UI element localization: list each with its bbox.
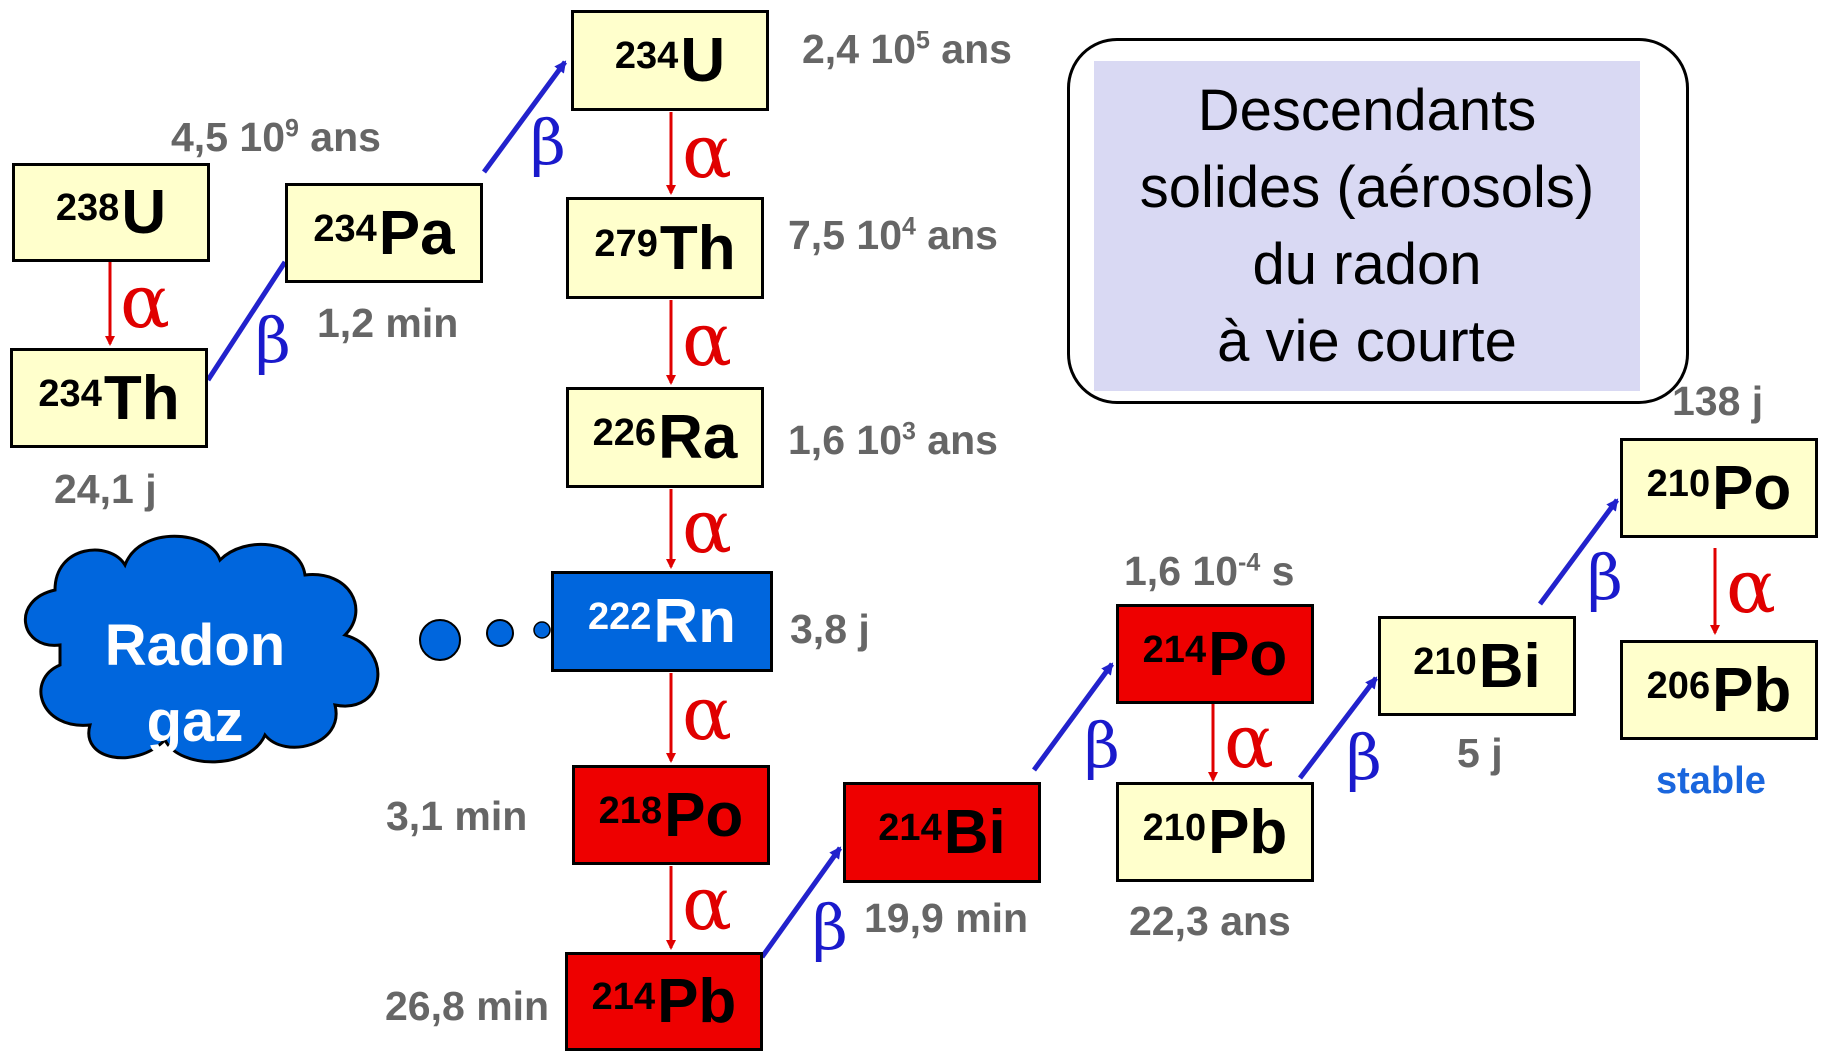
- beta-arrow-bi214-po214: [1031, 662, 1115, 772]
- mass-number: 214: [1142, 628, 1207, 671]
- stable-label-pb206: stable: [1656, 760, 1766, 802]
- mass-number: 279: [594, 222, 658, 265]
- callout-text-panel: Descendants solides (aérosols) du radon …: [1094, 61, 1640, 391]
- half-life-u238: 4,5 109 ans: [171, 114, 381, 160]
- element-symbol: U: [680, 26, 726, 95]
- half-life-u234: 2,4 105 ans: [802, 26, 1012, 72]
- alpha-label: α: [682, 297, 732, 383]
- element-symbol: Th: [103, 363, 180, 433]
- half-life-th279: 7,5 104 ans: [788, 212, 998, 258]
- callout-box: Descendants solides (aérosols) du radon …: [1067, 38, 1689, 404]
- callout-line: à vie courte: [1217, 309, 1517, 374]
- element-symbol: Bi: [943, 798, 1006, 867]
- alpha-label: α: [682, 671, 732, 757]
- mass-number: 210: [1142, 806, 1207, 849]
- alpha-label: α: [120, 259, 170, 345]
- beta-label: β: [530, 106, 566, 179]
- callout-line: solides (aérosols): [1139, 155, 1595, 220]
- element-symbol: Th: [659, 213, 736, 283]
- element-symbol: Pb: [1208, 797, 1288, 867]
- mass-number: 214: [878, 807, 942, 849]
- half-life-pa234: 1,2 min: [317, 300, 459, 346]
- beta-label: β: [812, 891, 848, 964]
- half-life-th234: 24,1 j: [54, 466, 157, 512]
- beta-arrow-pb210-bi210: [1298, 676, 1378, 780]
- element-symbol: Pb: [657, 967, 737, 1036]
- cloud-line: gaz: [146, 689, 244, 754]
- beta-label: β: [1346, 721, 1382, 794]
- element-symbol: Rn: [653, 587, 737, 656]
- mass-number: 234: [614, 35, 679, 77]
- half-life-po218: 3,1 min: [386, 793, 528, 839]
- alpha-label: α: [1224, 699, 1274, 785]
- element-symbol: Po: [1712, 453, 1792, 523]
- mass-number: 210: [1646, 462, 1711, 505]
- beta-label: β: [1084, 709, 1120, 782]
- alpha-label: α: [1726, 544, 1776, 630]
- radon-cloud-icon: [24, 534, 380, 764]
- cloud-line: Radon: [104, 613, 286, 678]
- mass-number: 234: [313, 207, 377, 250]
- element-symbol: Po: [1208, 619, 1288, 689]
- beta-arrow-pa234-u234: [481, 60, 568, 174]
- half-life-pb214: 26,8 min: [385, 983, 550, 1029]
- beta-arrow-bi210-po210: [1537, 498, 1620, 606]
- radon-gas-label: Radon gaz: [70, 608, 320, 760]
- mass-number: 214: [591, 976, 656, 1018]
- mass-number: 206: [1646, 664, 1711, 707]
- half-life-pb210: 22,3 ans: [1129, 898, 1291, 944]
- element-symbol: U: [121, 178, 167, 247]
- element-symbol: Ra: [658, 403, 738, 472]
- half-life-po214: 1,6 10-4 s: [1124, 548, 1295, 594]
- element-symbol: Bi: [1478, 631, 1541, 701]
- half-life-bi210: 5 j: [1457, 730, 1503, 776]
- cloud-bubble-dots: [419, 619, 551, 661]
- mass-number: 226: [592, 412, 657, 454]
- half-life-rn222: 3,8 j: [790, 606, 870, 652]
- element-symbol: Po: [664, 780, 744, 850]
- callout-line: Descendants: [1197, 78, 1537, 143]
- half-life-po210: 138 j: [1672, 378, 1764, 424]
- half-life-ra226: 1,6 103 ans: [788, 417, 998, 463]
- beta-arrow-th234-pa234: [205, 260, 288, 382]
- mass-number: 222: [587, 596, 652, 638]
- element-symbol: Pa: [378, 198, 455, 268]
- alpha-label: α: [682, 109, 732, 195]
- element-symbol: Pb: [1712, 655, 1792, 725]
- callout-line: du radon: [1252, 232, 1482, 297]
- mass-number: 238: [55, 187, 120, 229]
- beta-label: β: [255, 304, 291, 377]
- mass-number: 234: [38, 372, 102, 415]
- alpha-label: α: [682, 861, 732, 947]
- mass-number: 210: [1413, 640, 1477, 683]
- mass-number: 218: [598, 789, 663, 832]
- beta-arrow-pb214-bi214: [759, 846, 843, 959]
- alpha-label: α: [682, 484, 732, 570]
- beta-label: β: [1587, 541, 1623, 614]
- half-life-bi214: 19,9 min: [864, 895, 1029, 941]
